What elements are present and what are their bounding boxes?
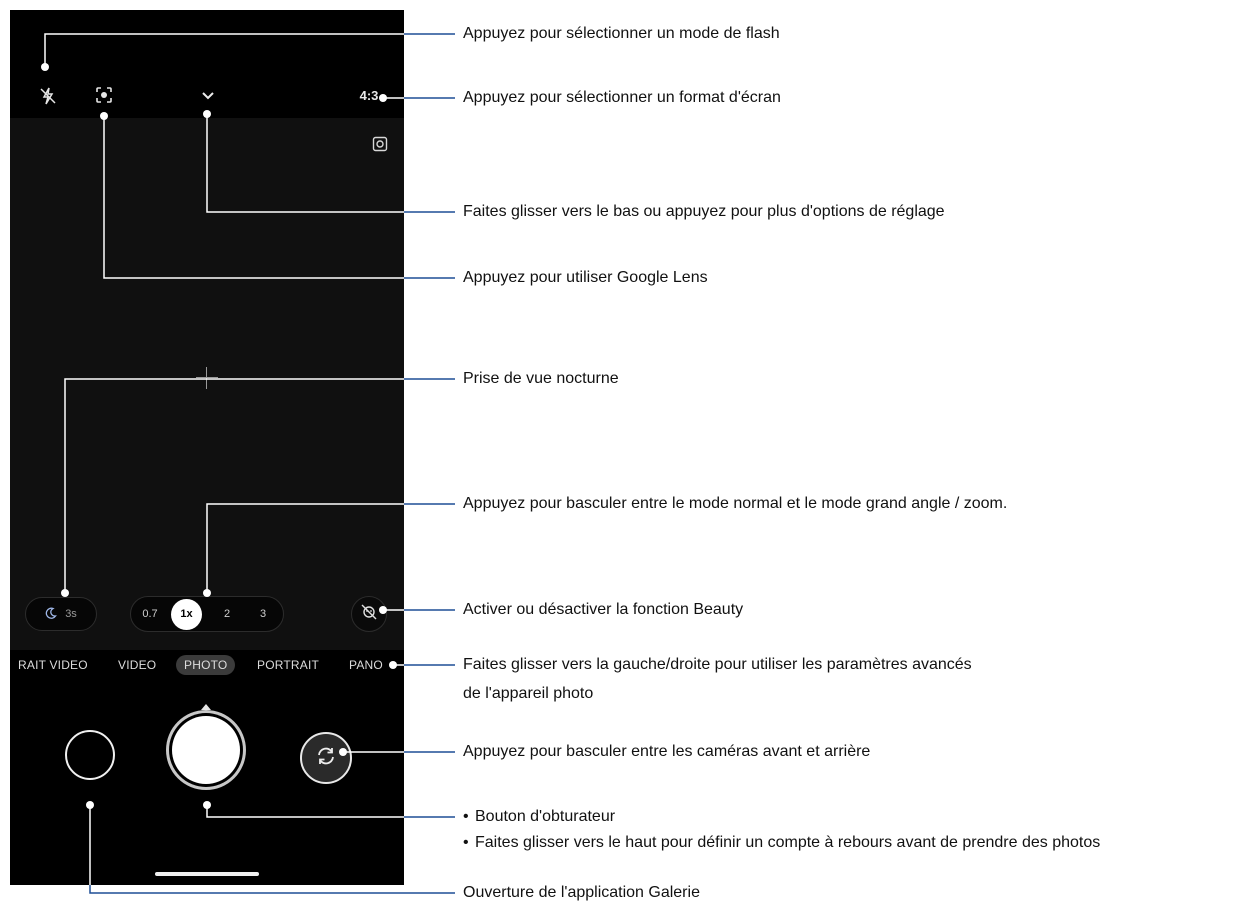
zoom-option-0-7[interactable]: 0.7 xyxy=(142,608,158,620)
callout-flash: Appuyez pour sélectionner un mode de fla… xyxy=(463,25,780,42)
mode-portrait[interactable]: PORTRAIT xyxy=(257,658,320,672)
callout-shutter-line2: •Faites glisser vers le haut pour défini… xyxy=(463,834,1101,851)
timer-up-arrow-icon xyxy=(201,704,211,710)
night-mode-button[interactable]: 3s xyxy=(25,597,97,631)
mode-video[interactable]: VIDEO xyxy=(118,658,157,672)
beauty-off-icon xyxy=(360,603,378,626)
home-indicator[interactable] xyxy=(155,872,259,876)
camera-top-bar: 4:3 xyxy=(10,10,404,118)
switch-camera-button[interactable] xyxy=(300,732,352,784)
focus-crosshair xyxy=(196,367,218,389)
mode-photo[interactable]: PHOTO xyxy=(176,655,236,675)
callout-modes-line2: de l'appareil photo xyxy=(463,685,594,702)
callout-night: Prise de vue nocturne xyxy=(463,370,619,387)
callout-options: Faites glisser vers le bas ou appuyez po… xyxy=(463,203,945,220)
moon-icon xyxy=(45,607,58,622)
beauty-toggle-button[interactable] xyxy=(351,596,387,632)
mode-selector[interactable]: RAIT VIDEO VIDEO PHOTO PORTRAIT PANO xyxy=(10,650,404,686)
mode-pano[interactable]: PANO xyxy=(349,658,383,672)
chevron-down-icon[interactable] xyxy=(196,84,220,108)
gallery-button[interactable] xyxy=(65,730,115,780)
callout-gallery: Ouverture de l'application Galerie xyxy=(463,884,700,901)
google-lens-icon[interactable] xyxy=(92,83,116,107)
callout-zoom: Appuyez pour basculer entre le mode norm… xyxy=(463,495,1008,512)
zoom-option-2[interactable]: 2 xyxy=(223,608,231,620)
aspect-ratio-button[interactable]: 4:3 xyxy=(359,87,379,103)
callout-modes-line1: Faites glisser vers la gauche/droite pou… xyxy=(463,656,972,673)
callout-switch-camera: Appuyez pour basculer entre les caméras … xyxy=(463,743,871,760)
flash-off-icon[interactable] xyxy=(36,84,60,108)
shutter-button[interactable] xyxy=(172,716,240,784)
callout-google-lens: Appuyez pour utiliser Google Lens xyxy=(463,269,708,286)
night-duration: 3s xyxy=(65,608,77,620)
mode-portrait-video[interactable]: RAIT VIDEO xyxy=(18,658,88,672)
zoom-option-3[interactable]: 3 xyxy=(259,608,267,620)
callout-shutter-line1: •Bouton d'obturateur xyxy=(463,808,616,825)
callout-beauty: Activer ou désactiver la fonction Beauty xyxy=(463,601,744,618)
screen-capture-icon[interactable] xyxy=(368,132,392,156)
camera-switch-icon xyxy=(313,743,339,774)
callout-aspect-ratio: Appuyez pour sélectionner un format d'éc… xyxy=(463,89,781,106)
zoom-option-1x[interactable]: 1x xyxy=(171,599,202,630)
